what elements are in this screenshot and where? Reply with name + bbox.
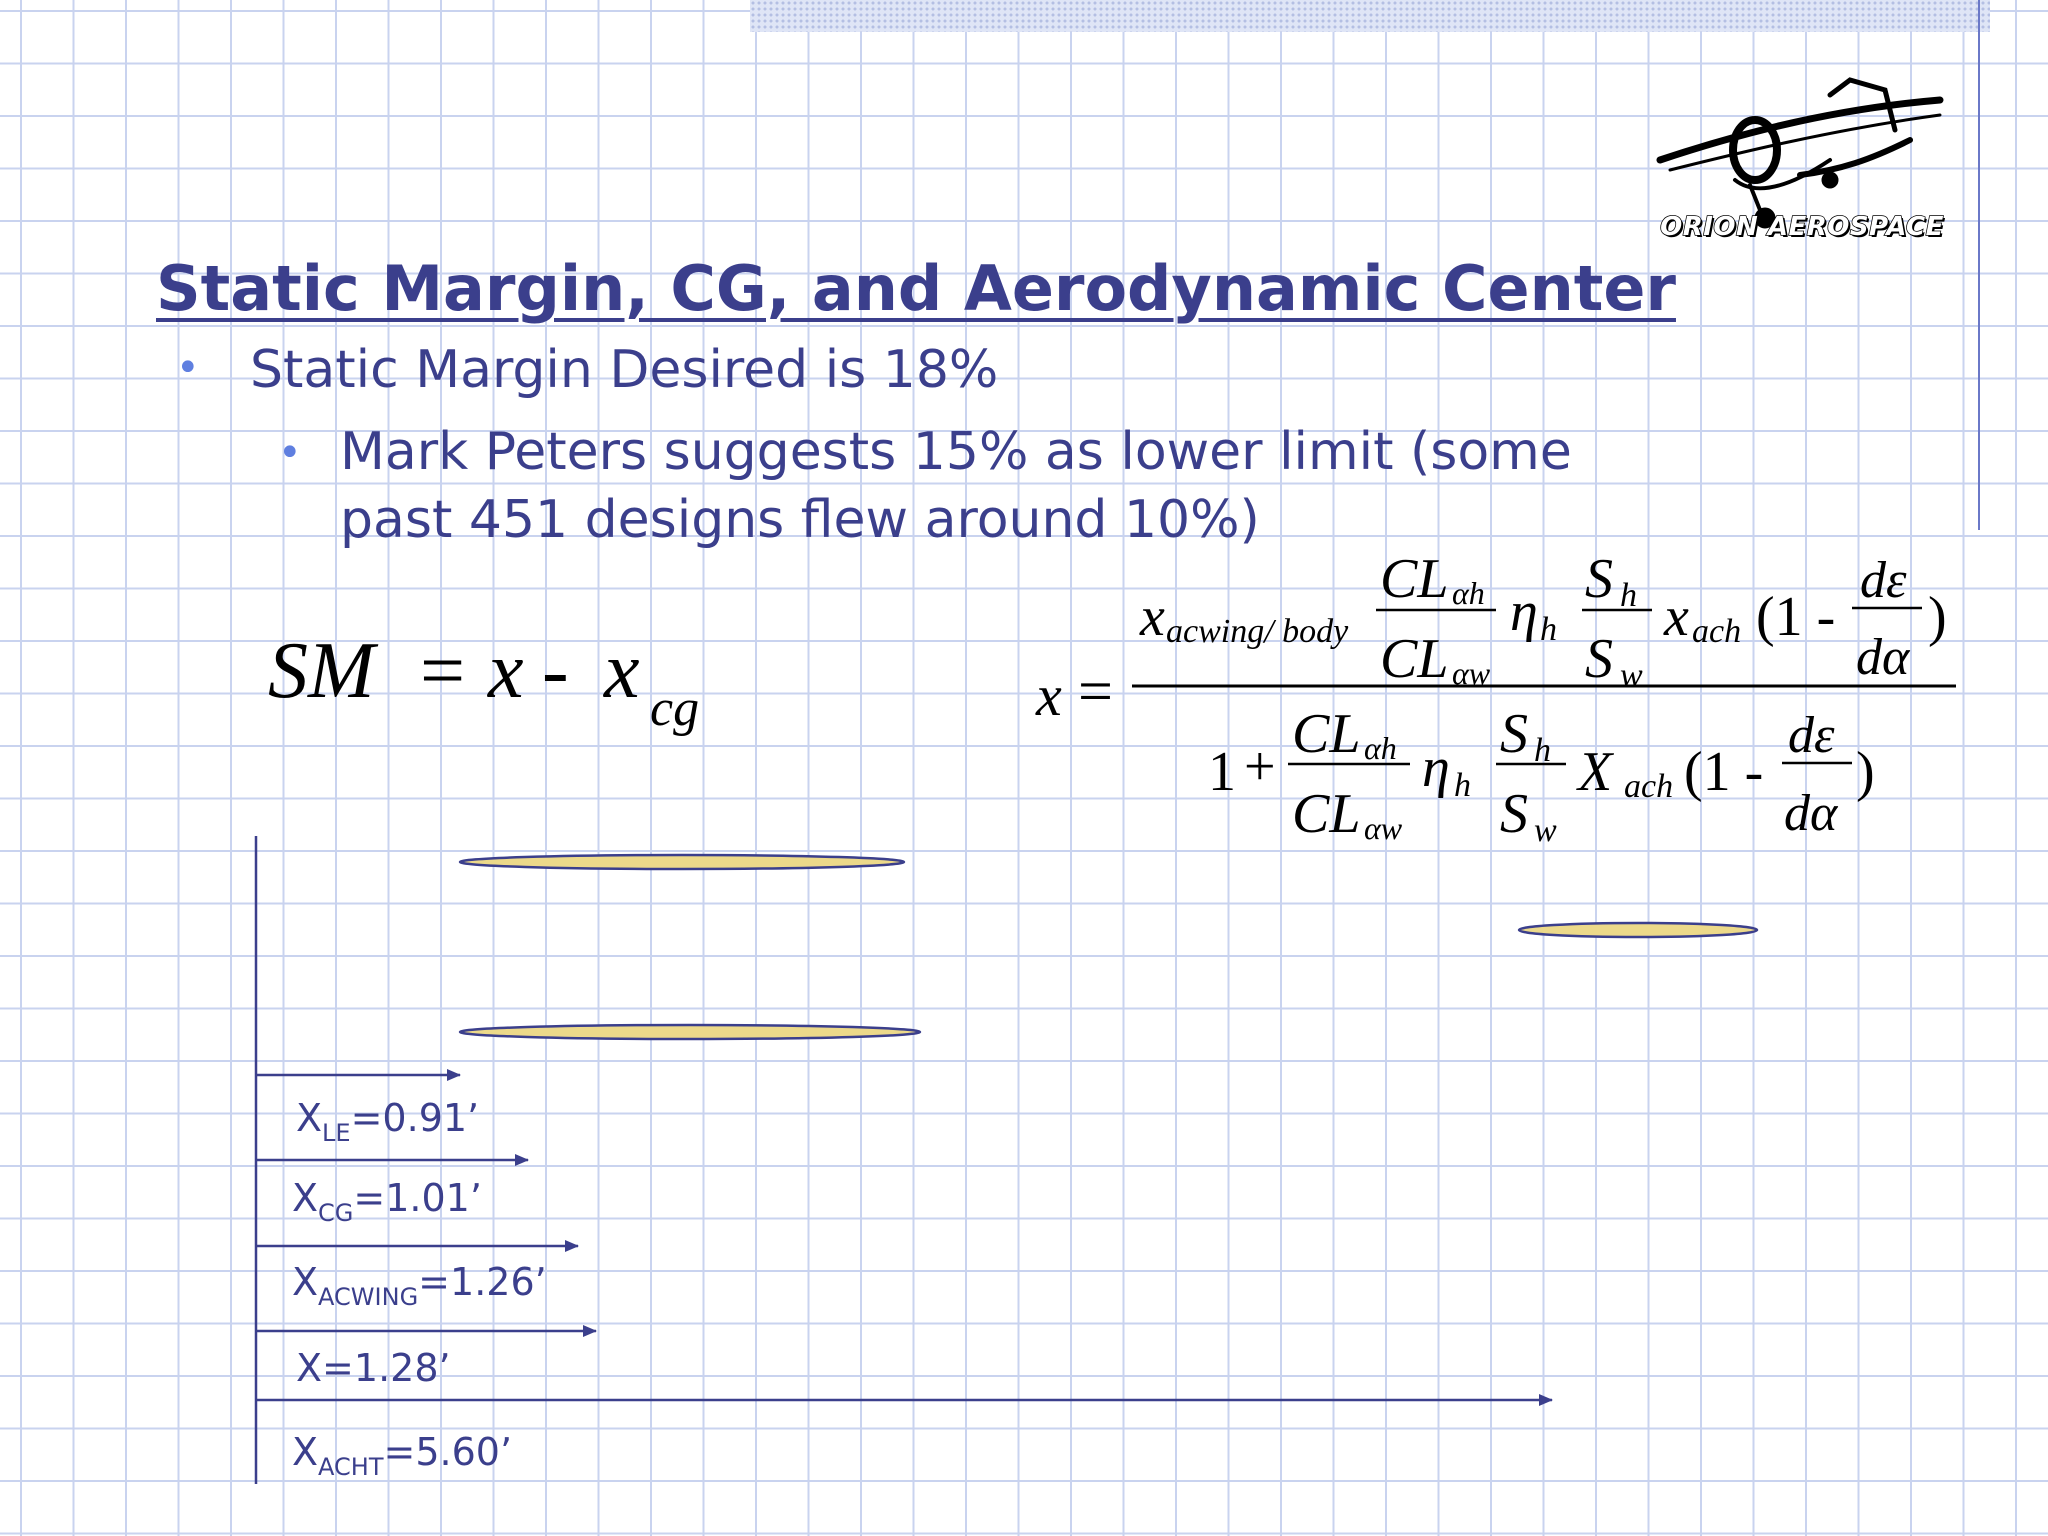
wing-airfoil-top bbox=[458, 853, 906, 871]
num-xach: x bbox=[1663, 586, 1689, 648]
label-xacht: XACHT=5.60’ bbox=[292, 1430, 513, 1481]
den-xach-sub: ach bbox=[1624, 768, 1673, 805]
label-x: X=1.28’ bbox=[296, 1346, 451, 1390]
minus-sign: - bbox=[542, 627, 569, 715]
formula-sm-xcg-sub: cg bbox=[650, 680, 699, 737]
num-eta-sub: h bbox=[1540, 611, 1557, 648]
right-rule-line bbox=[1978, 0, 1980, 530]
den-close-paren: ) bbox=[1856, 741, 1875, 803]
equals-sign: = bbox=[420, 627, 465, 715]
sub-bullet-mark-peters: Mark Peters suggests 15% as lower limit … bbox=[340, 422, 1572, 550]
den-one-minus: (1 - bbox=[1684, 741, 1763, 803]
bullet-dot: • bbox=[176, 345, 200, 391]
den-xach: X bbox=[1576, 741, 1615, 803]
num-cl-aw-sub: αw bbox=[1452, 655, 1491, 691]
den-cl-ah-sub: αh bbox=[1364, 730, 1397, 766]
num-d-eps: dε bbox=[1860, 552, 1907, 609]
formula-sm-x: x bbox=[487, 627, 524, 715]
num-close-paren: ) bbox=[1928, 586, 1947, 648]
orion-aerospace-logo bbox=[1656, 77, 1944, 229]
formula-sm-xcg: x bbox=[603, 627, 640, 715]
den-s-h-sub: h bbox=[1534, 732, 1551, 769]
equals-sign: = bbox=[1078, 658, 1113, 726]
num-s-w: S bbox=[1585, 628, 1613, 690]
label-xcg: XCG=1.01’ bbox=[292, 1176, 482, 1227]
header-pattern-band bbox=[750, 0, 1990, 32]
num-d-alpha: dα bbox=[1856, 629, 1911, 686]
den-s-w: S bbox=[1500, 783, 1528, 845]
den-eta: η bbox=[1422, 737, 1450, 799]
horizontal-tail-airfoil bbox=[1517, 921, 1759, 939]
static-margin-formula: SM = x - x cg bbox=[268, 627, 699, 737]
num-s-w-sub: w bbox=[1620, 657, 1643, 694]
formula-sm-lhs: SM bbox=[268, 627, 379, 715]
den-d-alpha: dα bbox=[1784, 785, 1839, 842]
den-eta-sub: h bbox=[1454, 767, 1471, 804]
num-x-sub: acwing/ body bbox=[1166, 613, 1349, 650]
num-eta: η bbox=[1510, 581, 1538, 643]
den-d-eps: dε bbox=[1788, 707, 1835, 764]
slide-title: Static Margin, CG, and Aerodynamic Cente… bbox=[156, 252, 1676, 325]
den-one: 1 bbox=[1208, 741, 1236, 803]
plus-sign: + bbox=[1244, 736, 1276, 798]
num-cl-ah-sub: αh bbox=[1452, 575, 1485, 611]
sub-bullet-dot: • bbox=[278, 430, 302, 476]
den-cl-aw-sub: αw bbox=[1364, 810, 1403, 846]
wing-airfoil bbox=[458, 1023, 922, 1041]
formula-x-lhs: x bbox=[1035, 663, 1062, 728]
den-s-w-sub: w bbox=[1534, 812, 1557, 849]
den-s-h: S bbox=[1500, 703, 1528, 765]
num-xach-sub: ach bbox=[1692, 613, 1741, 650]
num-s-h-sub: h bbox=[1620, 577, 1637, 614]
num-x: x bbox=[1139, 586, 1165, 648]
label-xacwing: XACWING=1.26’ bbox=[292, 1260, 547, 1311]
num-s-h: S bbox=[1585, 548, 1613, 610]
bullet-static-margin: Static Margin Desired is 18% bbox=[250, 340, 999, 400]
num-one-minus: (1 - bbox=[1756, 586, 1835, 648]
label-xle: XLE=0.91’ bbox=[296, 1096, 480, 1147]
neutral-point-formula: x = x acwing/ body CL αh CL αw η h S h S… bbox=[1035, 548, 1956, 849]
den-cl-ah: CL bbox=[1292, 703, 1361, 765]
num-cl-aw: CL bbox=[1380, 628, 1449, 690]
num-cl-ah: CL bbox=[1380, 548, 1449, 610]
den-cl-aw: CL bbox=[1292, 783, 1361, 845]
logo-wordmark: ORION AEROSPACE bbox=[1659, 211, 1944, 243]
